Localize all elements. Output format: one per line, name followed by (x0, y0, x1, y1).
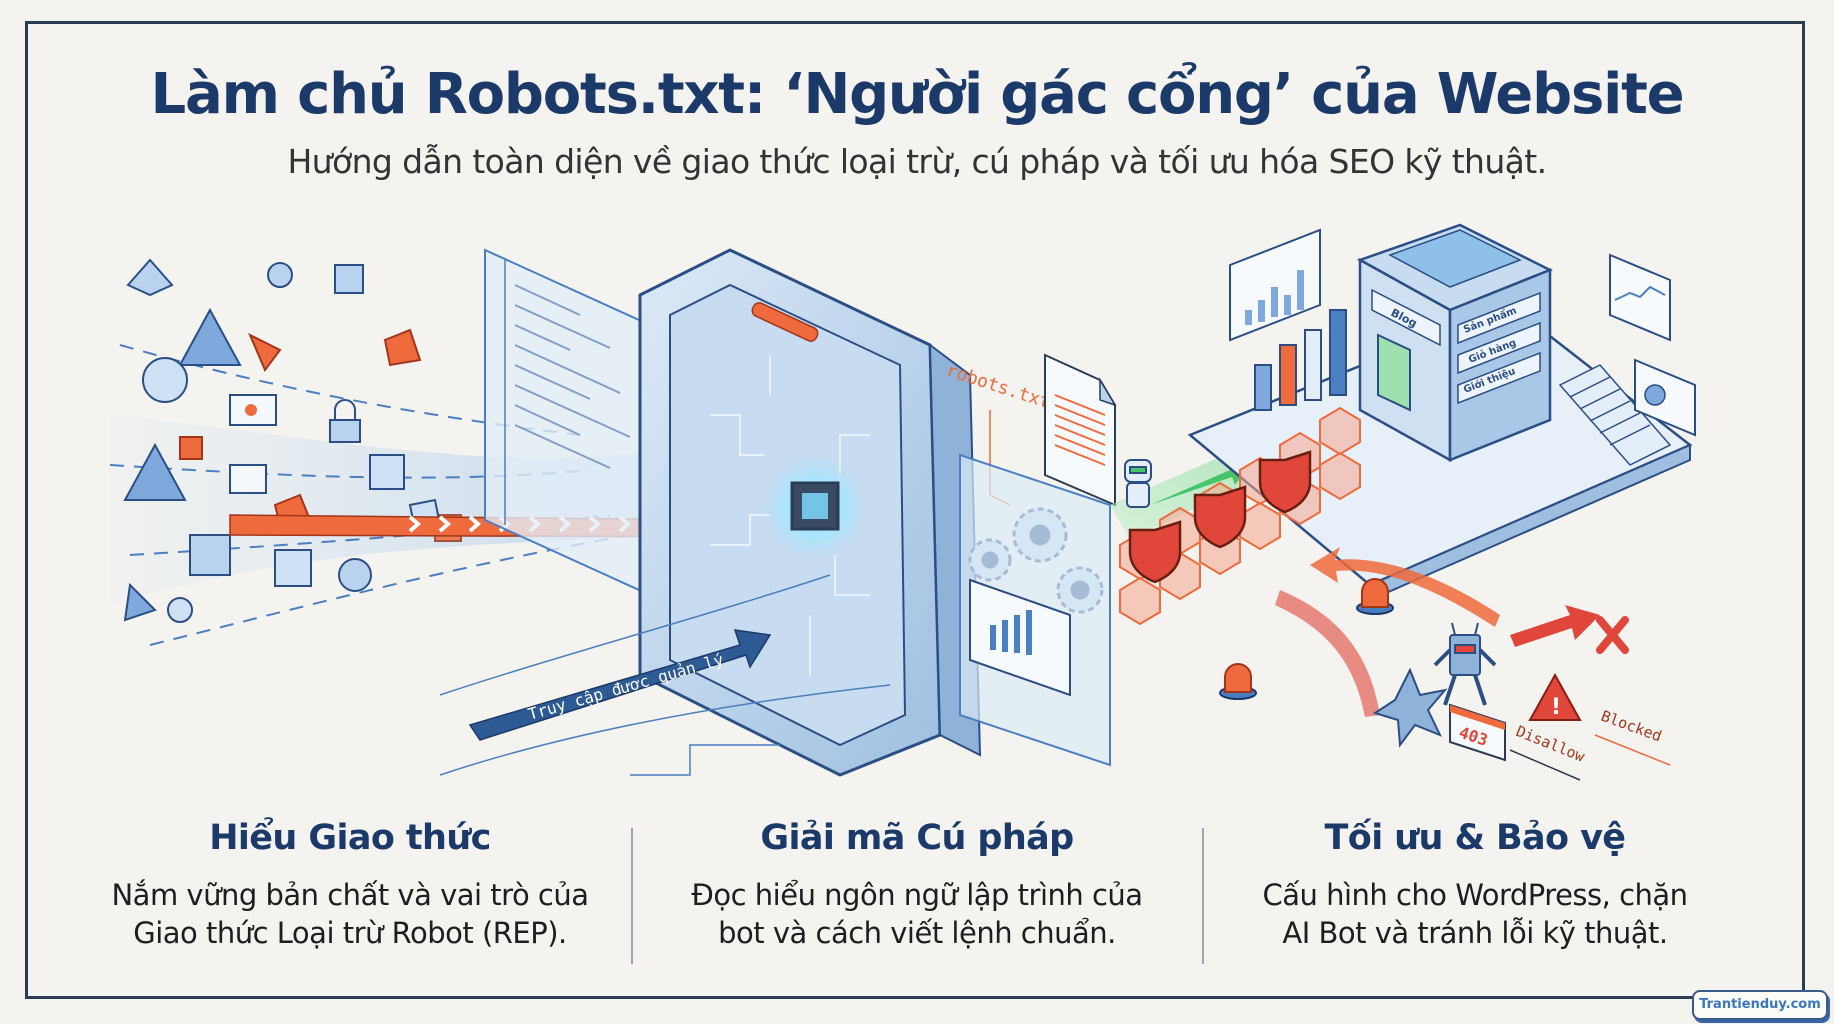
feature-protocol: Hiểu Giao thức Nắm vững bản chất và vai … (70, 818, 630, 952)
firewall-shield-wall (1119, 406, 1361, 626)
page-subtitle: Hướng dẫn toàn diện về giao thức loại tr… (287, 142, 1547, 181)
watermark-badge: Trantienduy.com (1692, 990, 1828, 1020)
feature-protocol-description: Nắm vững bản chất và vai trò của Giao th… (70, 876, 630, 952)
blocked-x-icon (1596, 616, 1629, 654)
description-line: Giao thức Loại trừ Robot (REP). (133, 916, 567, 950)
description-line: bot và cách viết lệnh chuẩn. (718, 916, 1116, 950)
code-panel (484, 248, 651, 597)
error-403-window: 403 (1449, 703, 1506, 762)
alarm-icon (1219, 578, 1394, 700)
warning-icon (1528, 672, 1582, 721)
bad-bot-icon (1433, 622, 1497, 706)
description-line: Đọc hiểu ngôn ngữ lập trình của (691, 878, 1143, 912)
feature-optimize-protect: Tối ưu & Bảo vệ Cấu hình cho WordPress, … (1195, 818, 1755, 952)
page-title: Làm chủ Robots.txt: ‘Người gác cổng’ của… (150, 62, 1685, 127)
feature-syntax-title: Giải mã Cú pháp (760, 818, 1074, 858)
description-line: Cấu hình cho WordPress, chặn (1262, 878, 1688, 912)
bad-bot-blocked-area: 403 ! Disallow Blocked (1219, 547, 1671, 781)
gatekeeper-gate (638, 248, 982, 777)
disallow-label: Disallow (1514, 722, 1589, 766)
feature-optimize-protect-description: Cấu hình cho WordPress, chặn AI Bot và t… (1195, 876, 1755, 952)
description-line: Nắm vững bản chất và vai trò của (111, 878, 589, 912)
website-building: Blog Sản phẩm Giỏ hàng Giới thiệu (1187, 223, 1696, 602)
svg-text:!: ! (1551, 695, 1561, 720)
robots-txt-illustration: Truy cập được quản lý robots.txt (110, 223, 1696, 781)
feature-syntax: Giải mã Cú pháp Đọc hiểu ngôn ngữ lập tr… (637, 818, 1197, 952)
column-divider (1202, 828, 1204, 964)
shield-icon (1128, 450, 1312, 584)
analytics-panel (959, 453, 1111, 767)
feature-protocol-title: Hiểu Giao thức (209, 818, 491, 858)
column-divider (631, 828, 633, 964)
feature-optimize-protect-title: Tối ưu & Bảo vệ (1324, 818, 1627, 858)
feature-syntax-description: Đọc hiểu ngôn ngữ lập trình của bot và c… (637, 876, 1197, 952)
description-line: AI Bot và tránh lỗi kỹ thuật. (1282, 916, 1668, 950)
